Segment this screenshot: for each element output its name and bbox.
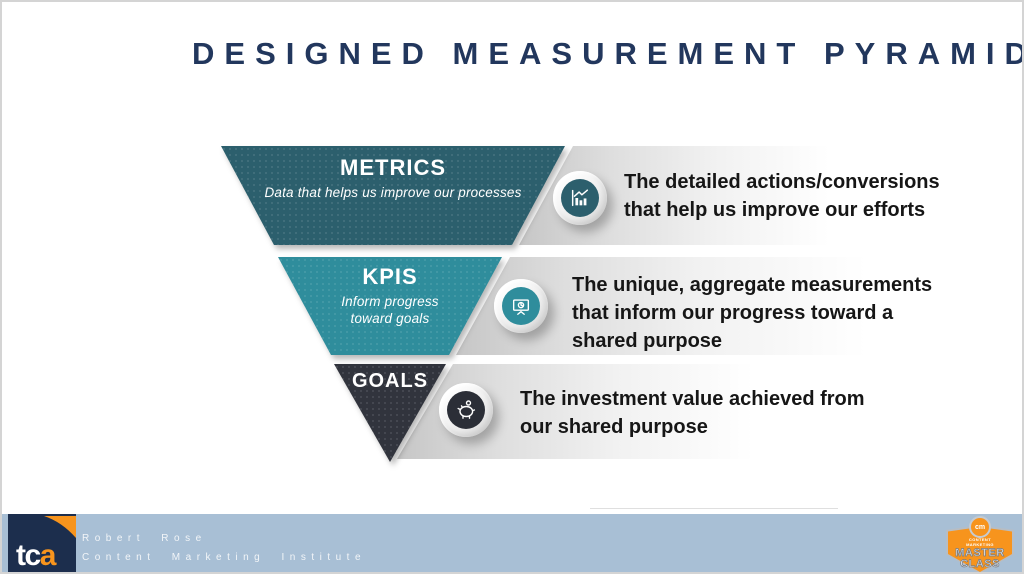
tier-kpis: KPIS Inform progress toward goals — [278, 257, 502, 355]
tier-metrics-shape: METRICS Data that helps us improve our p… — [221, 146, 565, 245]
bar-chart-icon — [561, 179, 599, 217]
slide-title: DESIGNED MEASUREMENT PYRAMID — [192, 36, 1024, 71]
badge-top-text: CONTENT MARKETING — [966, 537, 994, 547]
footer-divider-line — [590, 508, 838, 509]
master-class-badge: cm CONTENT MARKETING MASTER CLASS — [946, 516, 1014, 572]
tier-goals-label: GOALS — [351, 370, 429, 392]
credit-author: Robert Rose — [82, 533, 207, 544]
presentation-screen-icon — [502, 287, 540, 325]
cmi-emblem-icon: cm — [969, 516, 991, 538]
metrics-icon-button — [553, 171, 607, 225]
credit-organization: Content Marketing Institute — [82, 552, 367, 563]
tca-logo-text: tca — [16, 539, 56, 572]
tier-metrics-sublabel: Data that helps us improve our processes — [264, 185, 522, 200]
tier-kpis-shape: KPIS Inform progress toward goals — [278, 257, 502, 355]
tier-metrics: METRICS Data that helps us improve our p… — [221, 146, 565, 245]
tier-goals: GOALS — [334, 364, 446, 462]
tier-kpis-sublabel: Inform progress toward goals — [341, 294, 439, 326]
tca-logo-wedge-icon — [44, 516, 76, 538]
kpis-description: The unique, aggregate measurements that … — [572, 274, 933, 352]
kpis-icon-button — [494, 279, 548, 333]
badge-class-text: CLASS — [960, 558, 1000, 570]
footer-band — [2, 514, 1022, 572]
metrics-description: The detailed actions/conversions that he… — [624, 171, 940, 221]
tca-logo: tca — [8, 514, 76, 572]
goals-description: The investment value achieved from our s… — [520, 388, 865, 438]
tier-kpis-label: KPIS — [362, 264, 418, 289]
goals-icon-button — [439, 383, 493, 437]
piggy-bank-icon — [447, 391, 485, 429]
tier-metrics-label: METRICS — [340, 155, 446, 180]
tier-goals-shape: GOALS — [334, 364, 446, 462]
badge-master-text: MASTER — [955, 547, 1005, 559]
